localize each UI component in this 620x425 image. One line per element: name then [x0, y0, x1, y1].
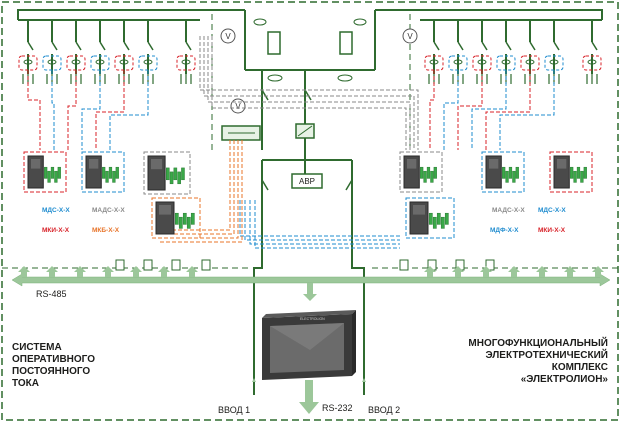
right-busbar	[375, 9, 603, 84]
feeder	[424, 20, 444, 84]
control-module	[549, 151, 593, 193]
feeder	[582, 20, 602, 84]
module-label-mdf: МДФ-Х-Х	[490, 227, 519, 234]
rs232-arrow	[299, 380, 319, 414]
right-caption-line: ЭЛЕКТРОТЕХНИЧЕСКИЙ	[486, 348, 608, 361]
voltmeter-symbol: V	[407, 32, 413, 41]
control-module	[399, 151, 443, 193]
module-label-mads: МАДС-Х-Х	[92, 207, 125, 214]
control-module	[481, 151, 525, 193]
module-label-mki: МКИ-Х-Х	[42, 227, 70, 234]
module-label-mads: МАДС-Х-Х	[492, 207, 525, 214]
panel-brand: ELECTROLION	[300, 317, 325, 321]
feeder	[114, 20, 134, 84]
module-label-mds: МДС-Х-Х	[538, 207, 566, 214]
module-label-mkb: МКБ-Х-Х	[92, 227, 120, 234]
right-caption-line: КОМПЛЕКС	[552, 362, 608, 373]
feeder	[42, 20, 62, 84]
rs485-bus: RS-485	[11, 266, 611, 301]
right-caption-line: МНОГОФУНКЦИОНАЛЬНЫЙ	[468, 336, 608, 349]
avr-label: АВР	[299, 177, 315, 186]
central-section: V V V АВР	[220, 10, 418, 395]
left-caption-line: ТОКА	[12, 378, 39, 389]
feeder	[544, 20, 564, 84]
control-module	[143, 151, 191, 195]
control-module	[151, 197, 201, 239]
feeder	[138, 20, 158, 84]
module-label-mki: МКИ-Х-Х	[538, 227, 566, 234]
signal-wires	[27, 36, 555, 249]
feeder	[18, 20, 38, 84]
feeder	[496, 20, 516, 84]
voltmeter-symbol: V	[225, 32, 231, 41]
left-caption-line: ПОСТОЯННОГО	[12, 366, 90, 377]
rs485-label: RS-485	[36, 289, 67, 299]
feeder	[90, 20, 110, 84]
left-caption-line: СИСТЕМА	[12, 342, 62, 353]
input2-label: ВВОД 2	[368, 405, 400, 415]
right-caption-line: «ЭЛЕКТРОЛИОН»	[521, 374, 609, 385]
feeder	[66, 20, 86, 84]
rs232-label: RS-232	[322, 403, 353, 413]
modules	[23, 151, 593, 271]
voltmeter-symbol: V	[235, 102, 241, 111]
feeder	[472, 20, 492, 84]
control-module	[23, 151, 67, 193]
input1-label: ВВОД 1	[218, 405, 250, 415]
feeder	[448, 20, 468, 84]
feeder	[520, 20, 540, 84]
control-module	[81, 151, 125, 193]
control-module	[405, 197, 455, 239]
avr-box	[291, 173, 323, 189]
hmi-panel: ELECTROLION	[262, 310, 356, 380]
feeder	[176, 20, 196, 84]
module-label-mds: МДС-Х-Х	[42, 207, 70, 214]
left-caption-line: ОПЕРАТИВНОГО	[12, 354, 95, 365]
